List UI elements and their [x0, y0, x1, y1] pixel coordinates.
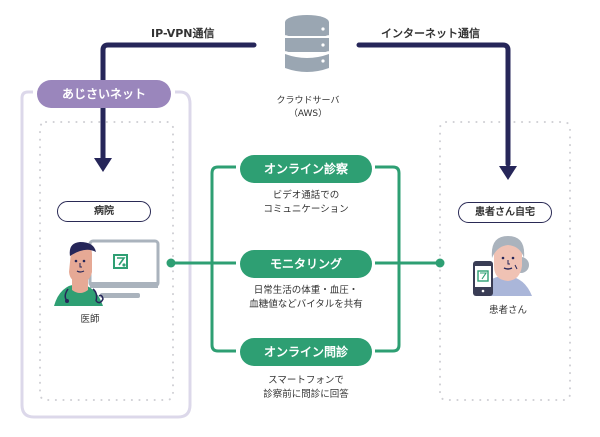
desc-line: 日常生活の体重・血圧・ [253, 285, 359, 296]
internet-label: インターネット通信 [381, 27, 480, 40]
patient-with-smartphone-icon [473, 236, 532, 296]
desc-line: ビデオ通話での [272, 190, 340, 201]
hospital-arrow-head [94, 158, 112, 172]
ip-vpn-label: IP-VPN通信 [151, 27, 215, 40]
desc-line: コミュニケーション [263, 204, 349, 215]
home-connector-dot [435, 258, 445, 268]
desc-line: 血糖値などバイタルを共有 [249, 299, 363, 310]
home-label: 患者さん自宅 [458, 202, 552, 223]
green-left-bracket [210, 165, 236, 353]
desc-line: 診察前に問診に回答 [263, 389, 349, 400]
patient-label: 患者さん [488, 305, 527, 316]
internet-line [356, 42, 511, 167]
desc-line: スマートフォンで [268, 375, 344, 386]
server-label: クラウドサーバ （AWS） [258, 95, 358, 121]
service-monitoring: モニタリング [240, 250, 372, 278]
hospital-label: 病院 [57, 201, 151, 222]
doctor-with-monitor-icon [54, 239, 160, 306]
network-label: あじさいネット [37, 80, 171, 108]
hospital-dotted-box [39, 121, 174, 401]
network-panel-border [20, 90, 192, 419]
doctor-label: 医師 [80, 314, 100, 325]
service-online-consultation: オンライン診察 [240, 155, 372, 183]
home-arrow-head [499, 166, 517, 180]
service-monitoring-desc: 日常生活の体重・血圧・ 血糖値などバイタルを共有 [226, 284, 386, 312]
service-online-questionnaire-desc: スマートフォンで 診察前に問診に回答 [226, 374, 386, 402]
database-server-icon [284, 15, 330, 72]
service-online-consultation-desc: ビデオ通話での コミュニケーション [226, 189, 386, 217]
ip-vpn-line [100, 42, 257, 85]
service-online-questionnaire: オンライン問診 [240, 338, 372, 366]
server-label-line1: クラウドサーバ [276, 96, 340, 106]
server-label-line2: （AWS） [288, 109, 328, 119]
hospital-connector-dot [166, 258, 176, 268]
green-right-bracket [375, 165, 401, 353]
